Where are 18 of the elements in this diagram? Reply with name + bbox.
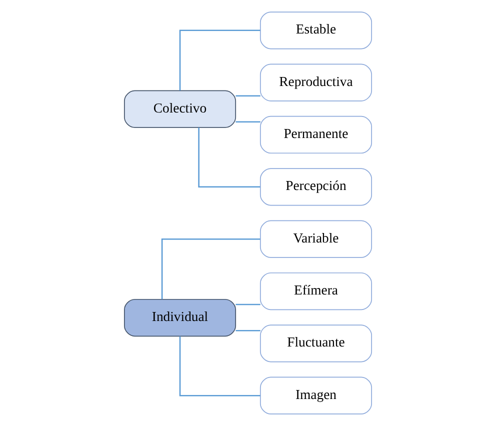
connector	[198, 128, 260, 188]
node-box: Reproductiva	[260, 64, 372, 102]
node-box: Permanente	[260, 116, 372, 154]
node-box: Percepción	[260, 168, 372, 206]
connector	[179, 30, 260, 90]
connector	[236, 304, 260, 306]
connector	[236, 95, 260, 96]
node-box: Variable	[260, 220, 372, 258]
connector	[236, 330, 260, 332]
node-box: Efímera	[260, 272, 372, 310]
node-box: Colectivo	[124, 90, 236, 128]
connector	[179, 336, 260, 396]
node-box: Fluctuante	[260, 324, 372, 362]
connector	[161, 238, 260, 300]
connector	[236, 121, 260, 123]
node-box: Estable	[260, 12, 372, 50]
node-box: Imagen	[260, 376, 372, 414]
node-box: Individual	[124, 298, 236, 337]
